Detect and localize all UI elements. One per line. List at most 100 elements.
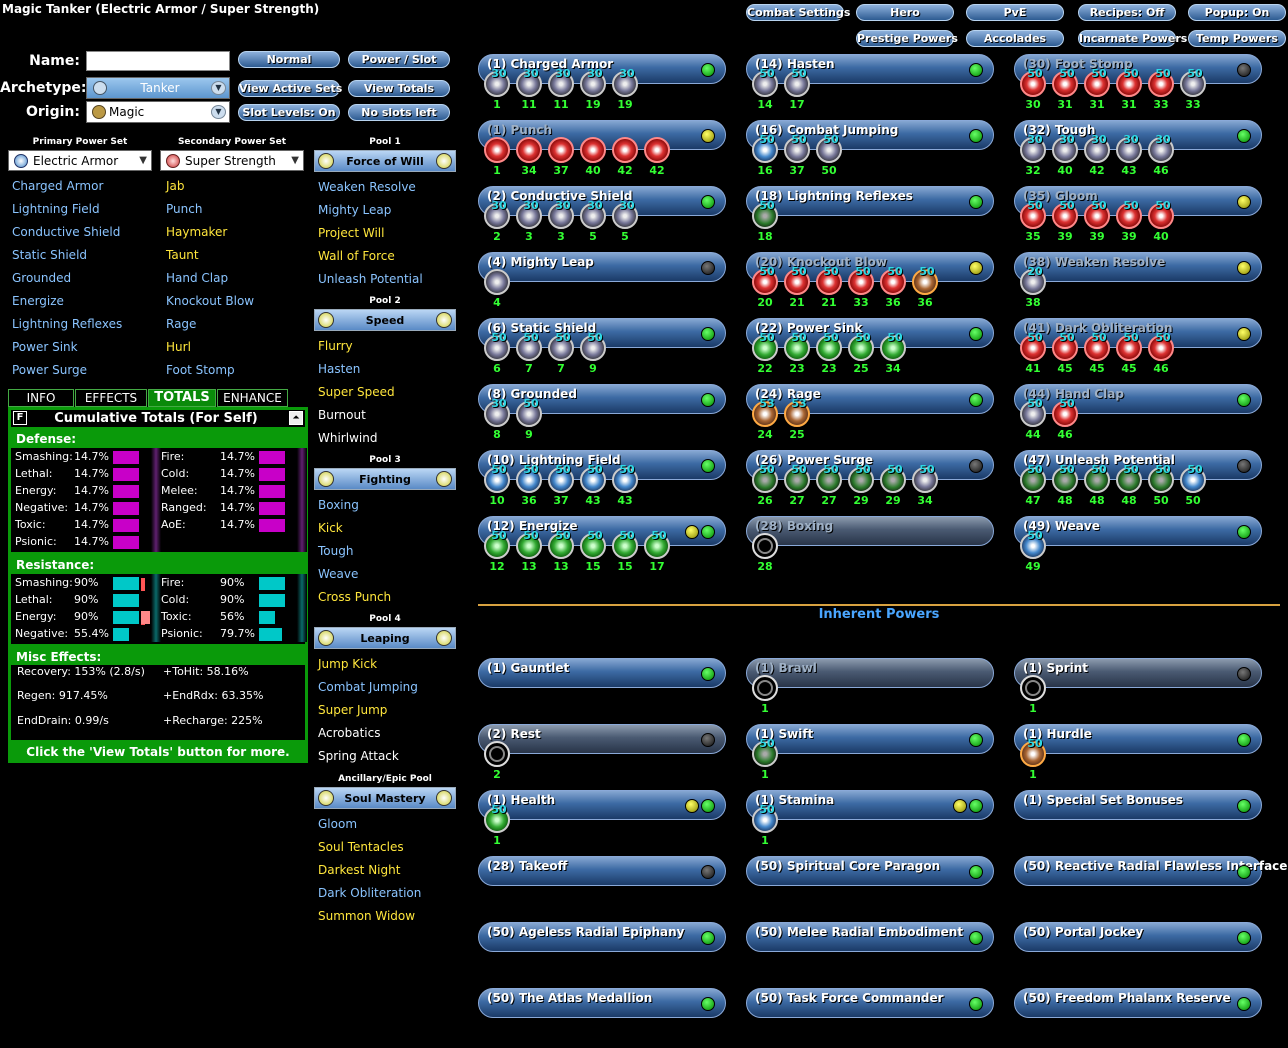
enhancement-slot[interactable]: 50: [516, 397, 542, 427]
status-indicator-icon[interactable]: [969, 261, 983, 275]
enhancement-slot[interactable]: 50: [752, 331, 778, 361]
empty-slot[interactable]: [752, 675, 778, 701]
enhancement-slot[interactable]: 50: [1020, 737, 1046, 767]
power-slot-sprint[interactable]: (1) Sprint: [1014, 658, 1262, 688]
power-unleash-potential[interactable]: Unleash Potential: [318, 272, 423, 286]
f-button[interactable]: F: [13, 411, 27, 425]
power-weave[interactable]: Weave: [318, 567, 359, 581]
enhancement-slot[interactable]: 50: [548, 463, 574, 493]
power-summon-widow[interactable]: Summon Widow: [318, 909, 416, 923]
enhancement-slot[interactable]: 30: [612, 67, 638, 97]
enhancement-slot[interactable]: [484, 269, 510, 295]
enhancement-slot[interactable]: 30: [612, 199, 638, 229]
power-conductive-shield[interactable]: Conductive Shield: [12, 225, 121, 239]
power-slot-mighty-leap[interactable]: (4) Mighty Leap: [478, 252, 726, 282]
enhancement-slot[interactable]: 50: [1052, 397, 1078, 427]
enhancement-slot[interactable]: 50: [1020, 331, 1046, 361]
status-indicator-icon[interactable]: [701, 63, 715, 77]
status-indicator-icon[interactable]: [969, 195, 983, 209]
status-indicator-icon[interactable]: [1237, 261, 1251, 275]
power-soul-tentacles[interactable]: Soul Tentacles: [318, 840, 404, 854]
enhancement-slot[interactable]: 50: [484, 529, 510, 559]
enhancement-slot[interactable]: 50: [784, 331, 810, 361]
status-indicator-icon[interactable]: [701, 327, 715, 341]
power-gloom[interactable]: Gloom: [318, 817, 358, 831]
power-acrobatics[interactable]: Acrobatics: [318, 726, 381, 740]
enhancement-slot[interactable]: 50: [1020, 463, 1046, 493]
enhancement-slot[interactable]: 50: [752, 133, 778, 163]
status-indicator-icon[interactable]: [969, 733, 983, 747]
status-indicator-icon[interactable]: [969, 63, 983, 77]
enhancement-slot[interactable]: 50: [516, 463, 542, 493]
top-btn-hero[interactable]: Hero: [856, 4, 954, 21]
empty-slot[interactable]: [484, 741, 510, 767]
status-indicator-icon[interactable]: [1237, 129, 1251, 143]
power-slot-brawl[interactable]: (1) Brawl: [746, 658, 994, 688]
power-project-will[interactable]: Project Will: [318, 226, 385, 240]
status-indicator-icon[interactable]: [1237, 525, 1251, 539]
enhancement-slot[interactable]: 50: [752, 737, 778, 767]
power-slot-button[interactable]: Power / Slot: [348, 51, 450, 68]
status-indicator-icon[interactable]: [969, 865, 983, 879]
power-boxing[interactable]: Boxing: [318, 498, 359, 512]
status-indicator-icon[interactable]: [969, 393, 983, 407]
enhancement-slot[interactable]: 50: [484, 463, 510, 493]
power-slot-melee-radial-embodiment[interactable]: (50) Melee Radial Embodiment: [746, 922, 994, 952]
top-btn-pve[interactable]: PvE: [966, 4, 1064, 21]
enhancement-slot[interactable]: 20: [1020, 265, 1046, 295]
enhancement-slot[interactable]: 30: [1148, 133, 1174, 163]
tab-info[interactable]: INFO: [8, 389, 74, 407]
enhancement-slot[interactable]: 30: [548, 67, 574, 97]
power-slot-task-force-commander[interactable]: (50) Task Force Commander: [746, 988, 994, 1018]
power-tough[interactable]: Tough: [318, 544, 354, 558]
enhancement-slot[interactable]: 50: [516, 331, 542, 361]
enhancement-slot[interactable]: 50: [1148, 331, 1174, 361]
enhancement-slot[interactable]: 50: [1052, 199, 1078, 229]
enhancement-slot[interactable]: 50: [880, 463, 906, 493]
power-slot-grounded[interactable]: (8) Grounded: [478, 384, 726, 414]
enhancement-slot[interactable]: [516, 137, 542, 163]
tab-totals[interactable]: TOTALS: [148, 389, 216, 407]
status-indicator-icon[interactable]: [701, 459, 715, 473]
status-indicator-icon[interactable]: [1237, 667, 1251, 681]
enhancement-slot[interactable]: 50: [1020, 529, 1046, 559]
enhancement-slot[interactable]: 50: [784, 463, 810, 493]
empty-slot[interactable]: [752, 533, 778, 559]
power-knockout-blow[interactable]: Knockout Blow: [166, 294, 255, 308]
status-indicator-icon[interactable]: [701, 931, 715, 945]
enhancement-slot[interactable]: 50: [612, 463, 638, 493]
enhancement-slot[interactable]: [548, 137, 574, 163]
power-charged-armor[interactable]: Charged Armor: [12, 179, 104, 193]
enhancement-slot[interactable]: 50: [880, 265, 906, 295]
enhancement-slot[interactable]: 30: [484, 67, 510, 97]
enhancement-slot[interactable]: 30: [1116, 133, 1142, 163]
power-combat-jumping[interactable]: Combat Jumping: [318, 680, 418, 694]
power-weaken-resolve[interactable]: Weaken Resolve: [318, 180, 416, 194]
power-cross-punch[interactable]: Cross Punch: [318, 590, 392, 604]
power-slot-spiritual-core-paragon[interactable]: (50) Spiritual Core Paragon: [746, 856, 994, 886]
enhancement-slot[interactable]: 50: [1084, 199, 1110, 229]
power-hasten[interactable]: Hasten: [318, 362, 361, 376]
status-indicator-icon[interactable]: [969, 459, 983, 473]
top-btn-recipes-off[interactable]: Recipes: Off: [1078, 4, 1176, 21]
enhancement-slot[interactable]: 50: [484, 331, 510, 361]
enhancement-slot[interactable]: 50: [752, 463, 778, 493]
power-whirlwind[interactable]: Whirlwind: [318, 431, 378, 445]
origin-select[interactable]: Magic ▼: [86, 101, 230, 123]
power-slot-takeoff[interactable]: (28) Takeoff: [478, 856, 726, 886]
archetype-select[interactable]: Tanker ▼: [86, 77, 230, 99]
enhancement-slot[interactable]: 50: [848, 331, 874, 361]
power-slot-the-atlas-medallion[interactable]: (50) The Atlas Medallion: [478, 988, 726, 1018]
status-indicator-icon[interactable]: [1237, 931, 1251, 945]
enhancement-slot[interactable]: 50: [848, 463, 874, 493]
power-spring-attack[interactable]: Spring Attack: [318, 749, 399, 763]
empty-slot[interactable]: [1020, 675, 1046, 701]
status-indicator-icon[interactable]: [969, 997, 983, 1011]
power-power-sink[interactable]: Power Sink: [12, 340, 78, 354]
power-super-jump[interactable]: Super Jump: [318, 703, 388, 717]
status-indicator-icon[interactable]: [1237, 733, 1251, 747]
enhancement-slot[interactable]: 50: [1020, 67, 1046, 97]
power-taunt[interactable]: Taunt: [166, 248, 199, 262]
status-indicator-icon[interactable]: [969, 129, 983, 143]
power-slot-reactive-radial-flawless-interface[interactable]: (50) Reactive Radial Flawless Interface: [1014, 856, 1287, 886]
